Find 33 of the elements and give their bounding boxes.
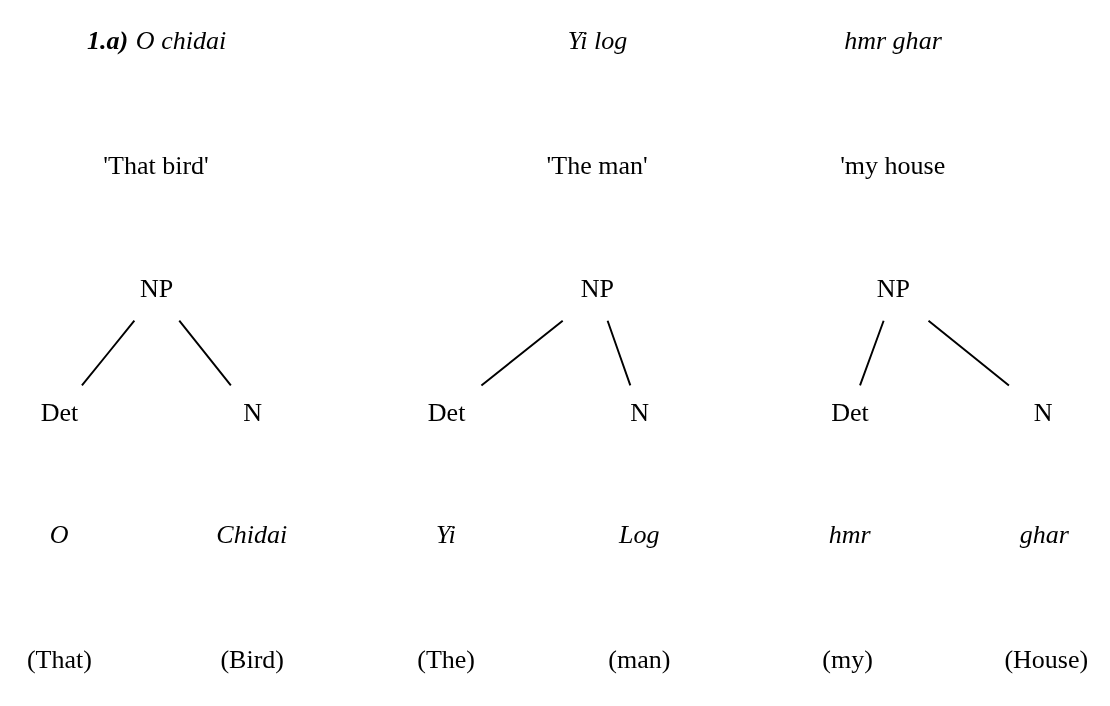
node-text: NP <box>139 274 173 304</box>
node-text: Det <box>830 397 869 427</box>
connector <box>858 319 885 387</box>
label: O <box>49 519 68 549</box>
label: (Bird) <box>219 645 284 675</box>
node-text: Det <box>40 397 78 427</box>
node-text: N <box>242 397 262 427</box>
connector <box>177 319 232 387</box>
label: Yi <box>435 519 456 549</box>
node-text: NP <box>580 274 614 304</box>
node-text: N <box>1033 397 1052 427</box>
label: 'my house <box>839 150 945 180</box>
label: (my) <box>821 645 873 675</box>
node-text: Det <box>427 397 465 427</box>
label: 1.a) O chidai <box>86 25 226 55</box>
label: (man) <box>607 645 670 675</box>
label: Log <box>618 519 659 549</box>
connector <box>927 319 1010 387</box>
connector <box>80 319 135 387</box>
connector <box>606 319 631 387</box>
label: 'The man' <box>546 150 648 180</box>
label: (House) <box>1003 645 1088 675</box>
label: ghar <box>1019 519 1069 549</box>
label: Chidai <box>215 519 287 549</box>
label: (The) <box>416 645 475 675</box>
label: hmr <box>828 519 871 549</box>
connector <box>479 319 564 387</box>
node-text: NP <box>876 274 910 304</box>
label: (That) <box>26 645 92 675</box>
label: 'That bird' <box>102 150 209 180</box>
label: hmr ghar <box>843 25 942 55</box>
label: Yi log <box>567 25 627 55</box>
node-text: N <box>629 397 649 427</box>
